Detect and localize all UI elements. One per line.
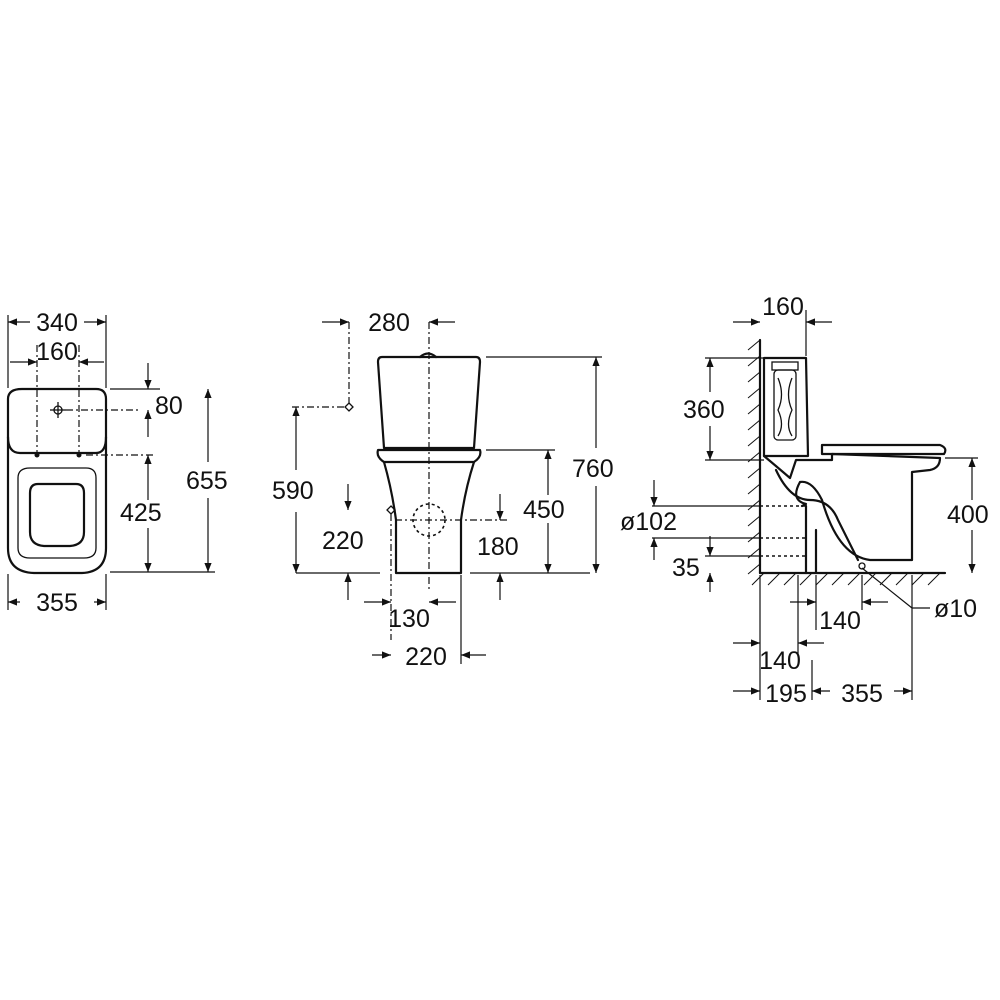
front-cistern-outline [376,355,482,450]
side-seat [820,443,947,456]
dim-760: 760 [572,455,614,483]
dim-160-side: 160 [762,293,804,321]
front-flush-button [418,352,438,359]
top-cistern-outline [6,387,108,455]
front-view: 280 760 450 180 590 220 130 2 [272,309,614,671]
dim-35: 35 [672,554,700,582]
dim-280: 280 [368,309,410,337]
dim-355-side: 355 [841,680,883,708]
side-trapway [774,468,860,562]
front-inlet-point [344,402,354,412]
dim-195: 195 [765,680,807,708]
flush-mechanism-icon [771,361,799,441]
dim-340: 340 [36,309,78,337]
top-seat-opening [28,482,86,548]
dim-80: 80 [155,392,183,420]
dim-360: 360 [683,396,725,424]
dim-220-width: 220 [405,643,447,671]
dim-400: 400 [947,501,989,529]
side-cistern-outline [762,356,810,458]
side-view: 160 360 ø102 35 400 ø10 140 [620,293,989,708]
side-bowl-outline [762,452,942,562]
dim-140-upper: 140 [819,607,861,635]
top-seat-outline [17,467,97,559]
top-view: 340 160 80 425 655 355 [6,309,228,617]
dim-220-height: 220 [322,527,364,555]
dim-655: 655 [186,467,228,495]
flush-button-icon [50,402,66,418]
dim-160-top: 160 [36,338,78,366]
dim-180: 180 [477,533,519,561]
floor-hatching [751,571,947,586]
dim-130: 130 [388,605,430,633]
wall-hatching [747,338,762,575]
dim-425: 425 [120,499,162,527]
dim-d102: ø102 [620,508,677,536]
top-bowl-outline [6,435,108,575]
dim-355-top: 355 [36,589,78,617]
dim-450: 450 [523,496,565,524]
dim-140-lower: 140 [759,647,801,675]
dim-d10: ø10 [934,595,977,623]
dim-590: 590 [272,477,314,505]
